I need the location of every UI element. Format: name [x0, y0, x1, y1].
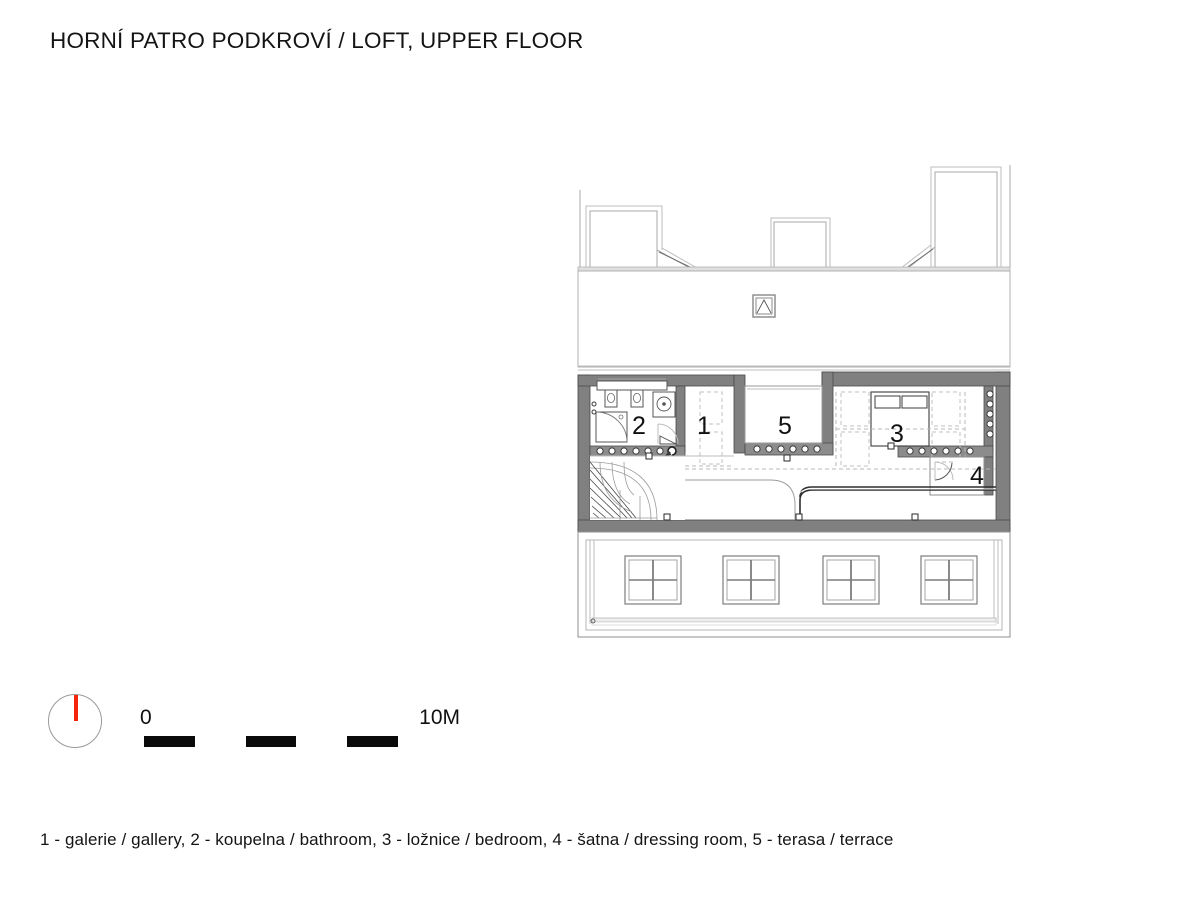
page-title: HORNÍ PATRO PODKROVÍ / LOFT, UPPER FLOOR [50, 28, 584, 53]
room-number-3: 3 [890, 420, 904, 448]
walls-group [577, 371, 1011, 533]
staircase-group [589, 455, 685, 521]
scale-segment [347, 736, 398, 747]
scale-segment [194, 736, 246, 747]
elevation-window [920, 555, 978, 605]
room-number-2: 2 [632, 412, 646, 440]
elevation-window [624, 555, 682, 605]
scale-min-label: 0 [140, 706, 152, 729]
compass-rose [48, 694, 104, 750]
scale-segment [296, 736, 348, 747]
scale-segment [245, 736, 297, 747]
elevation-window [722, 555, 780, 605]
room-number-1: 1 [697, 412, 711, 440]
room-number-5: 5 [778, 412, 792, 440]
room-number-4: 4 [970, 462, 984, 490]
interior-plan-group [577, 371, 1011, 533]
floor-markers [645, 452, 919, 521]
roof-plan-group [577, 165, 1011, 371]
balustrade-room4 [906, 447, 974, 455]
curved-balustrade-group [685, 468, 996, 520]
scale-max-label: 10M [419, 706, 460, 729]
elevation-window [822, 555, 880, 605]
balustrade-bathroom [596, 446, 677, 456]
dormer-left [585, 205, 698, 270]
roof-vent-icon [752, 294, 776, 318]
lower-elevation-group [577, 531, 1011, 638]
dormer-middle [770, 217, 831, 268]
scale-bar: 0 10M [140, 706, 460, 752]
balustrade-bedroom-right [986, 390, 994, 438]
scale-segment [144, 736, 195, 747]
dormer-right [900, 166, 1002, 270]
compass-north-needle [74, 695, 78, 721]
handrail-stair [644, 451, 673, 483]
room-legend: 1 - galerie / gallery, 2 - koupelna / ba… [40, 830, 894, 849]
scale-bar-track [144, 736, 398, 747]
